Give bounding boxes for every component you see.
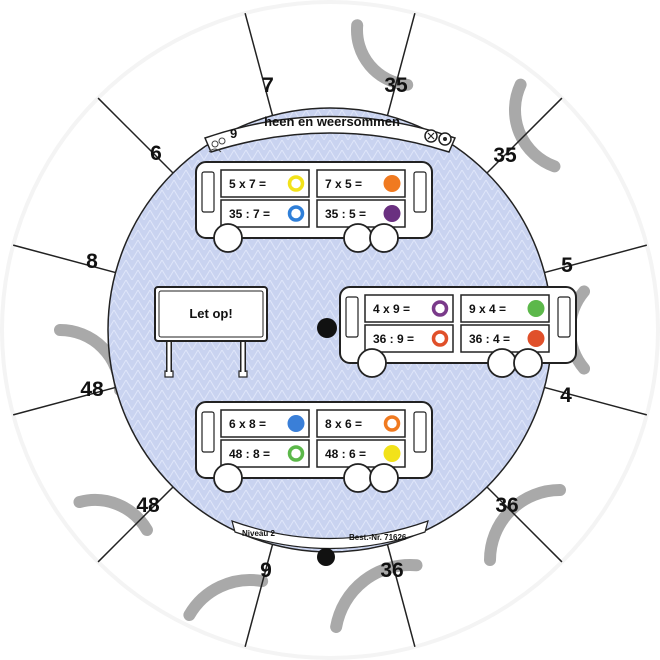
color-ring [287,175,305,192]
color-ring [431,300,449,317]
spoke-line [244,12,274,116]
outer-number: 36 [380,559,403,582]
title-ribbon: heen en weersommen 9 [203,114,457,153]
footer-level: Niveau 2 [242,529,275,538]
outer-number: 48 [80,378,104,401]
bus-rear-window [557,296,571,338]
outer-number: 48 [136,494,160,517]
spoke-line [12,386,116,416]
color-dot [527,300,545,317]
spoke-line [386,544,416,648]
spoke-line [544,386,648,416]
bus-rear-window [413,411,427,453]
outer-number: 35 [493,144,517,167]
equation-text: 36 : 4 = [469,332,510,346]
bottom-pivot [317,548,335,566]
people-icon [208,137,226,153]
bus-wheel [513,348,543,378]
gray-arc [330,559,423,633]
twin-circle-icon [424,129,452,146]
gray-arc [73,494,153,536]
bus-wheel [369,463,399,493]
color-dot [383,175,401,192]
equation-text: 48 : 8 = [229,447,270,461]
bus-door [345,296,359,338]
equation-text: 36 : 9 = [373,332,414,346]
equation-text: 35 : 7 = [229,207,270,221]
gray-arc [351,19,414,91]
warning-sign: Let op! [154,286,268,378]
color-ring [287,205,305,222]
outer-number: 36 [495,494,518,517]
bus-door [201,411,215,453]
ribbon-title: heen en weersommen [264,114,400,129]
color-dot [383,445,401,462]
bus-wheel [487,348,517,378]
equation-text: 9 x 4 = [469,302,506,316]
outer-number: 8 [86,250,98,273]
bus-right: 4 x 9 = 9 x 4 = 36 : 9 = 36 : 4 = [339,286,577,378]
color-ring [383,415,401,432]
spoke-line [97,97,174,174]
equation-text: 8 x 6 = [325,417,362,431]
bus-wheel [213,463,243,493]
equation-text: 7 x 5 = [325,177,362,191]
sign-text: Let op! [189,306,232,321]
bus-wheel [357,348,387,378]
bus-wheel [343,463,373,493]
spoke-line [544,244,648,274]
center-pivot [317,318,337,338]
footer-ribbon: Niveau 2 Best.-Nr. 71626 [231,520,429,550]
equation-text: 35 : 5 = [325,207,366,221]
ribbon-badge-number: 9 [230,126,237,141]
bus-bottom: 6 x 8 = 8 x 6 = 48 : 8 = 48 : 6 = [195,401,433,493]
outer-number: 7 [262,74,274,97]
color-dot [287,415,305,432]
equation-text: 48 : 6 = [325,447,366,461]
spoke-line [386,12,416,116]
bus-rear-window [413,171,427,213]
outer-numbers: 7 35 35 5 4 36 36 9 48 48 8 6 [80,74,573,582]
equation-text: 6 x 8 = [229,417,266,431]
spoke-line [486,486,563,563]
color-ring [431,330,449,347]
spoke-line [244,544,274,648]
outer-number: 9 [260,559,272,582]
spoke-line [97,486,174,563]
bus-top: 5 x 7 = 7 x 5 = 35 : 7 = 35 : 5 = [195,161,433,253]
color-dot [383,205,401,222]
divider-spokes [12,12,648,648]
gray-arc [183,574,269,621]
equation-text: 4 x 9 = [373,302,410,316]
bus-wheel [343,223,373,253]
bus-door [201,171,215,213]
color-dot [527,330,545,347]
outer-number: 35 [384,74,408,97]
footer-order-number: Best.-Nr. 71626 [349,533,407,542]
spoke-line [486,97,563,174]
outer-number: 4 [560,384,572,407]
color-ring [287,445,305,462]
gray-arc [509,78,561,173]
outer-number: 6 [150,142,162,165]
bus-wheel [369,223,399,253]
spoke-line [12,244,116,274]
outer-number: 5 [561,254,573,277]
bus-wheel [213,223,243,253]
equation-text: 5 x 7 = [229,177,266,191]
